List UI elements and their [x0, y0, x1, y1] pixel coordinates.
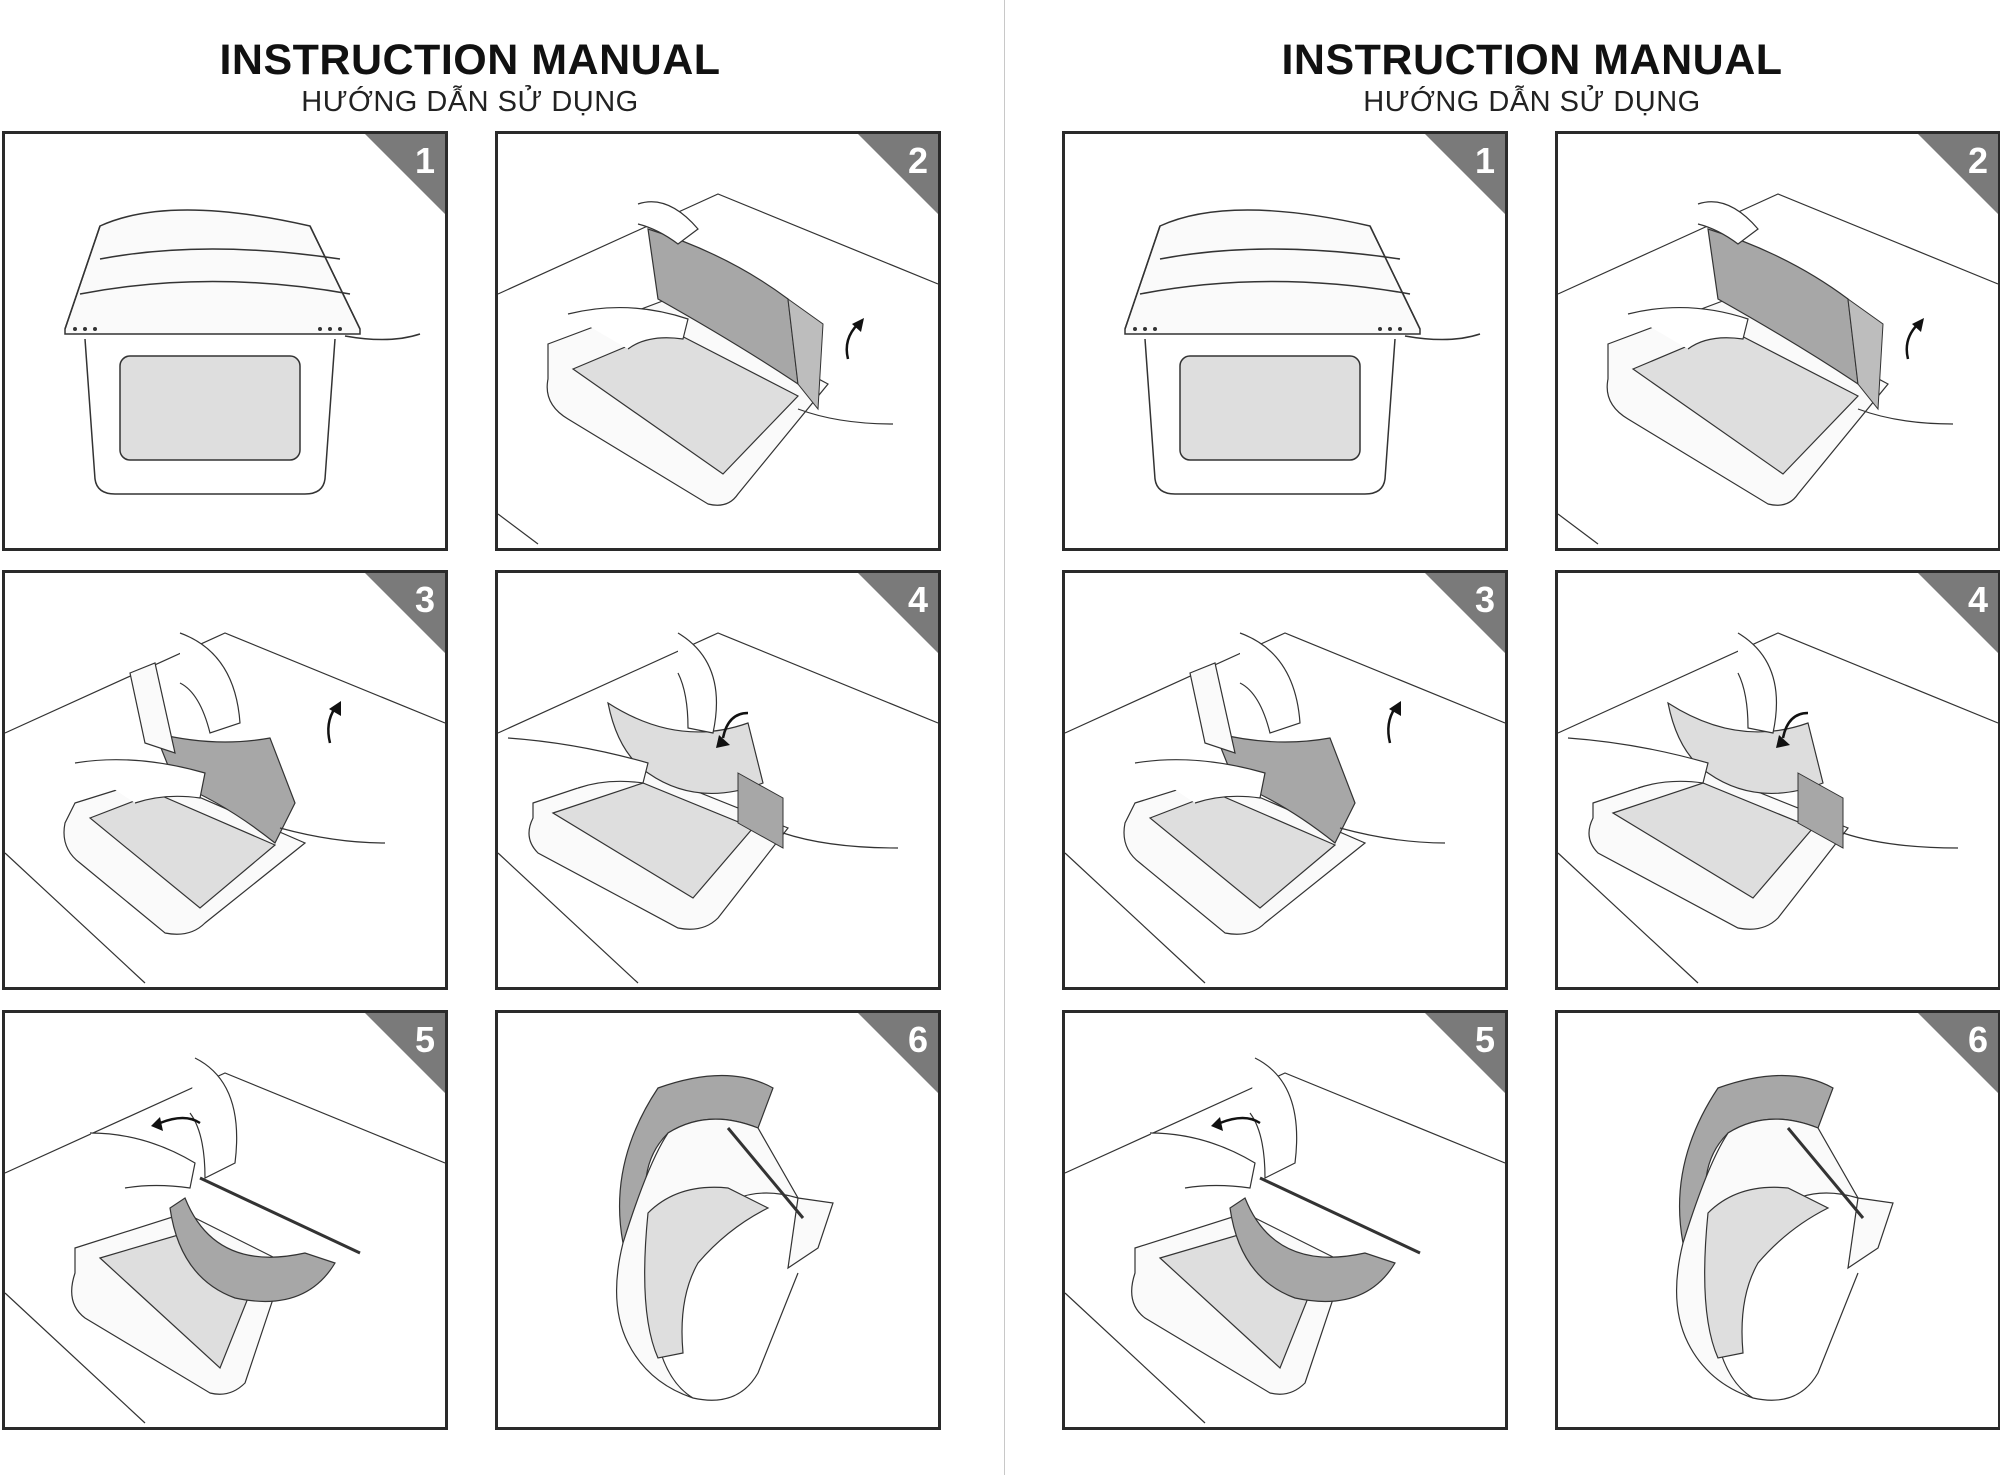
step-badge [1425, 134, 1505, 214]
step-number: 2 [907, 140, 928, 181]
step-panel-4: 4 [495, 570, 941, 990]
step-panel-2: 2 [495, 131, 941, 551]
step-illustration [1065, 632, 1505, 984]
step-illustration [615, 1074, 834, 1401]
step-number: 1 [414, 140, 435, 181]
step-panel-6: 6 [1555, 1010, 2000, 1430]
step-number: 5 [414, 1019, 435, 1060]
page-divider [1004, 0, 1005, 1475]
step-badge [858, 573, 938, 653]
step-panel-6: 6 [495, 1010, 941, 1430]
step-panel-5: 5 [2, 1010, 448, 1430]
step-panel-3: 3 [2, 570, 448, 990]
step-illustration [498, 193, 938, 545]
step-panel-3: 3 [1062, 570, 1508, 990]
step-illustration [1675, 1074, 1894, 1401]
step-illustration [64, 209, 421, 495]
page-subtitle: HƯỚNG DẪN SỬ DỤNG [301, 86, 639, 118]
step-illustration [5, 1057, 445, 1424]
step-badge [365, 134, 445, 214]
step-badge [858, 1013, 938, 1093]
step-illustration [5, 632, 445, 984]
step-illustration [1558, 632, 1998, 984]
step-number: 4 [907, 579, 928, 620]
step-number: 6 [907, 1019, 928, 1060]
step-illustration [498, 632, 938, 984]
step-badge [1425, 573, 1505, 653]
step-illustration [1558, 193, 1998, 545]
step-number: 1 [1474, 140, 1495, 181]
step-number: 2 [1967, 140, 1988, 181]
step-badge [858, 134, 938, 214]
step-badge [1918, 134, 1998, 214]
step-badge [1918, 573, 1998, 653]
step-panel-4: 4 [1555, 570, 2000, 990]
step-illustration [1124, 209, 1481, 495]
step-number: 3 [1474, 579, 1495, 620]
step-badge [1425, 1013, 1505, 1093]
step-panel-5: 5 [1062, 1010, 1508, 1430]
step-number: 5 [1474, 1019, 1495, 1060]
step-badge [365, 1013, 445, 1093]
manual-page-right: INSTRUCTION MANUAL HƯỚNG DẪN SỬ DỤNG 1 [1062, 0, 2000, 1475]
step-number: 6 [1967, 1019, 1988, 1060]
step-number: 4 [1967, 579, 1988, 620]
step-illustration [1065, 1057, 1505, 1424]
step-panel-1: 1 [1062, 131, 1508, 551]
manual-page-left: INSTRUCTION MANUAL HƯỚNG DẪN SỬ DỤNG 1 [2, 36, 941, 1430]
page-title: INSTRUCTION MANUAL [219, 36, 721, 84]
step-panel-2: 2 [1555, 131, 2000, 551]
step-badge [365, 573, 445, 653]
step-panel-1: 1 [2, 131, 448, 551]
page-subtitle: HƯỚNG DẪN SỬ DỤNG [1363, 86, 1701, 118]
page-title: INSTRUCTION MANUAL [1281, 36, 1783, 84]
step-number: 3 [414, 579, 435, 620]
step-badge [1918, 1013, 1998, 1093]
